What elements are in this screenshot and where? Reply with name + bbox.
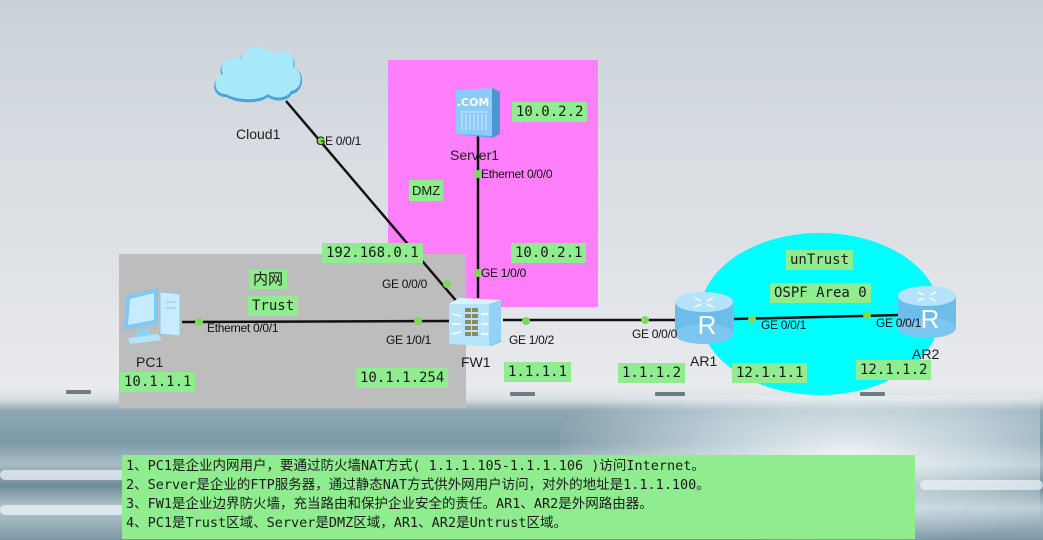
port-dot xyxy=(195,318,203,326)
requirements-notes: 1、PC1是企业内网用户，要通过防火墙NAT方式( 1.1.1.105-1.1.… xyxy=(122,455,915,539)
port-dot xyxy=(474,170,482,178)
router-icon-text: R xyxy=(698,310,717,340)
zone-trust-cn-label: 内网 xyxy=(249,270,288,289)
zone-untrust-label: unTrust xyxy=(786,250,854,270)
fw1-ge102-interface-label: GE 1/0/2 xyxy=(509,333,554,347)
note-line: 3、FW1是企业边界防火墙，充当路由和保护企业安全的责任。AR1、AR2是外网路… xyxy=(126,496,653,512)
port-dot xyxy=(443,280,451,288)
server-icon-text: .COM xyxy=(457,96,490,109)
fw1-ge000-interface-label: GE 0/0/0 xyxy=(382,277,427,291)
server1-label: Server1 xyxy=(450,147,500,163)
link-pc1-fw1[interactable] xyxy=(181,319,450,324)
fw1-label: FW1 xyxy=(461,354,491,370)
background-wave xyxy=(920,480,1043,490)
note-line: 4、PC1是Trust区域、Server是DMZ区域，AR1、AR2是Untru… xyxy=(126,515,567,531)
ar2-ip-label: 12.1.1.2 xyxy=(856,360,932,380)
background-wave xyxy=(0,505,125,515)
zone-untrust-ospf-label: OSPF Area 0 xyxy=(770,283,871,303)
background-wave xyxy=(0,470,130,480)
firewall-icon xyxy=(449,298,501,346)
ar2-device[interactable]: R xyxy=(896,284,958,340)
pc1-ip-label: 10.1.1.1 xyxy=(120,372,196,392)
fw1-ge101-interface-label: GE 1/0/1 xyxy=(386,333,431,347)
fw1-ge000-ip-label: 192.168.0.1 xyxy=(322,243,423,263)
router-icon: R xyxy=(675,292,733,344)
ar1-ge001-ip-label: 12.1.1.1 xyxy=(732,363,808,383)
port-dot xyxy=(474,269,482,277)
note-line: 1、PC1是企业内网用户，要通过防火墙NAT方式( 1.1.1.105-1.1.… xyxy=(126,458,705,474)
fw1-ge101-ip-label: 10.1.1.254 xyxy=(356,368,449,388)
port-dot xyxy=(522,317,530,325)
pc1-device[interactable] xyxy=(118,288,182,344)
router-icon: R xyxy=(898,286,956,338)
link-ar1-ar2[interactable] xyxy=(733,313,901,321)
cloud-icon xyxy=(214,47,303,103)
pc-icon xyxy=(124,288,181,344)
server1-interface-label: Ethernet 0/0/0 xyxy=(481,167,553,181)
zone-dmz-label: DMZ xyxy=(409,180,444,201)
port-dot xyxy=(317,137,325,145)
background-boat xyxy=(510,392,535,396)
server1-ip-label: 10.0.2.2 xyxy=(512,102,588,122)
ar2-ge001-interface-label: GE 0/0/1 xyxy=(876,316,921,330)
router-icon-text: R xyxy=(921,304,940,334)
ar1-ge000-interface-label: GE 0/0/0 xyxy=(632,327,677,341)
fw1-ge102-ip-label: 1.1.1.1 xyxy=(504,362,572,382)
cloud1-device[interactable] xyxy=(208,42,308,104)
ar2-label: AR2 xyxy=(912,346,940,362)
ar1-device[interactable]: R xyxy=(673,290,735,346)
port-dot xyxy=(863,311,871,319)
server1-device[interactable]: .COM xyxy=(452,84,504,138)
ar1-label: AR1 xyxy=(690,353,718,369)
pc1-interface-label: Ethernet 0/0/1 xyxy=(207,321,279,335)
port-dot xyxy=(641,316,649,324)
ar1-ge001-interface-label: GE 0/0/1 xyxy=(761,318,806,332)
fw1-device[interactable] xyxy=(447,296,503,346)
zone-trust-label: Trust xyxy=(248,296,299,316)
fw1-ge100-ip-label: 10.0.2.1 xyxy=(511,243,587,263)
port-dot xyxy=(414,317,422,325)
cloud1-label: Cloud1 xyxy=(236,126,281,142)
note-line: 2、Server是企业的FTP服务器，通过静态NAT方式供外网用户访问，对外的地… xyxy=(126,477,710,493)
link-cloud1-fw1[interactable] xyxy=(285,100,459,304)
background-boat xyxy=(860,392,885,396)
server-icon: .COM xyxy=(456,88,500,138)
port-dot xyxy=(748,315,756,323)
fw1-ge100-interface-label: GE 1/0/0 xyxy=(481,266,526,280)
cloud1-interface-label: GE 0/0/1 xyxy=(316,134,361,148)
background-boat xyxy=(66,390,91,394)
ar1-ge000-ip-label: 1.1.1.2 xyxy=(618,363,686,383)
background-boat xyxy=(655,392,685,396)
pc1-label: PC1 xyxy=(136,354,164,370)
